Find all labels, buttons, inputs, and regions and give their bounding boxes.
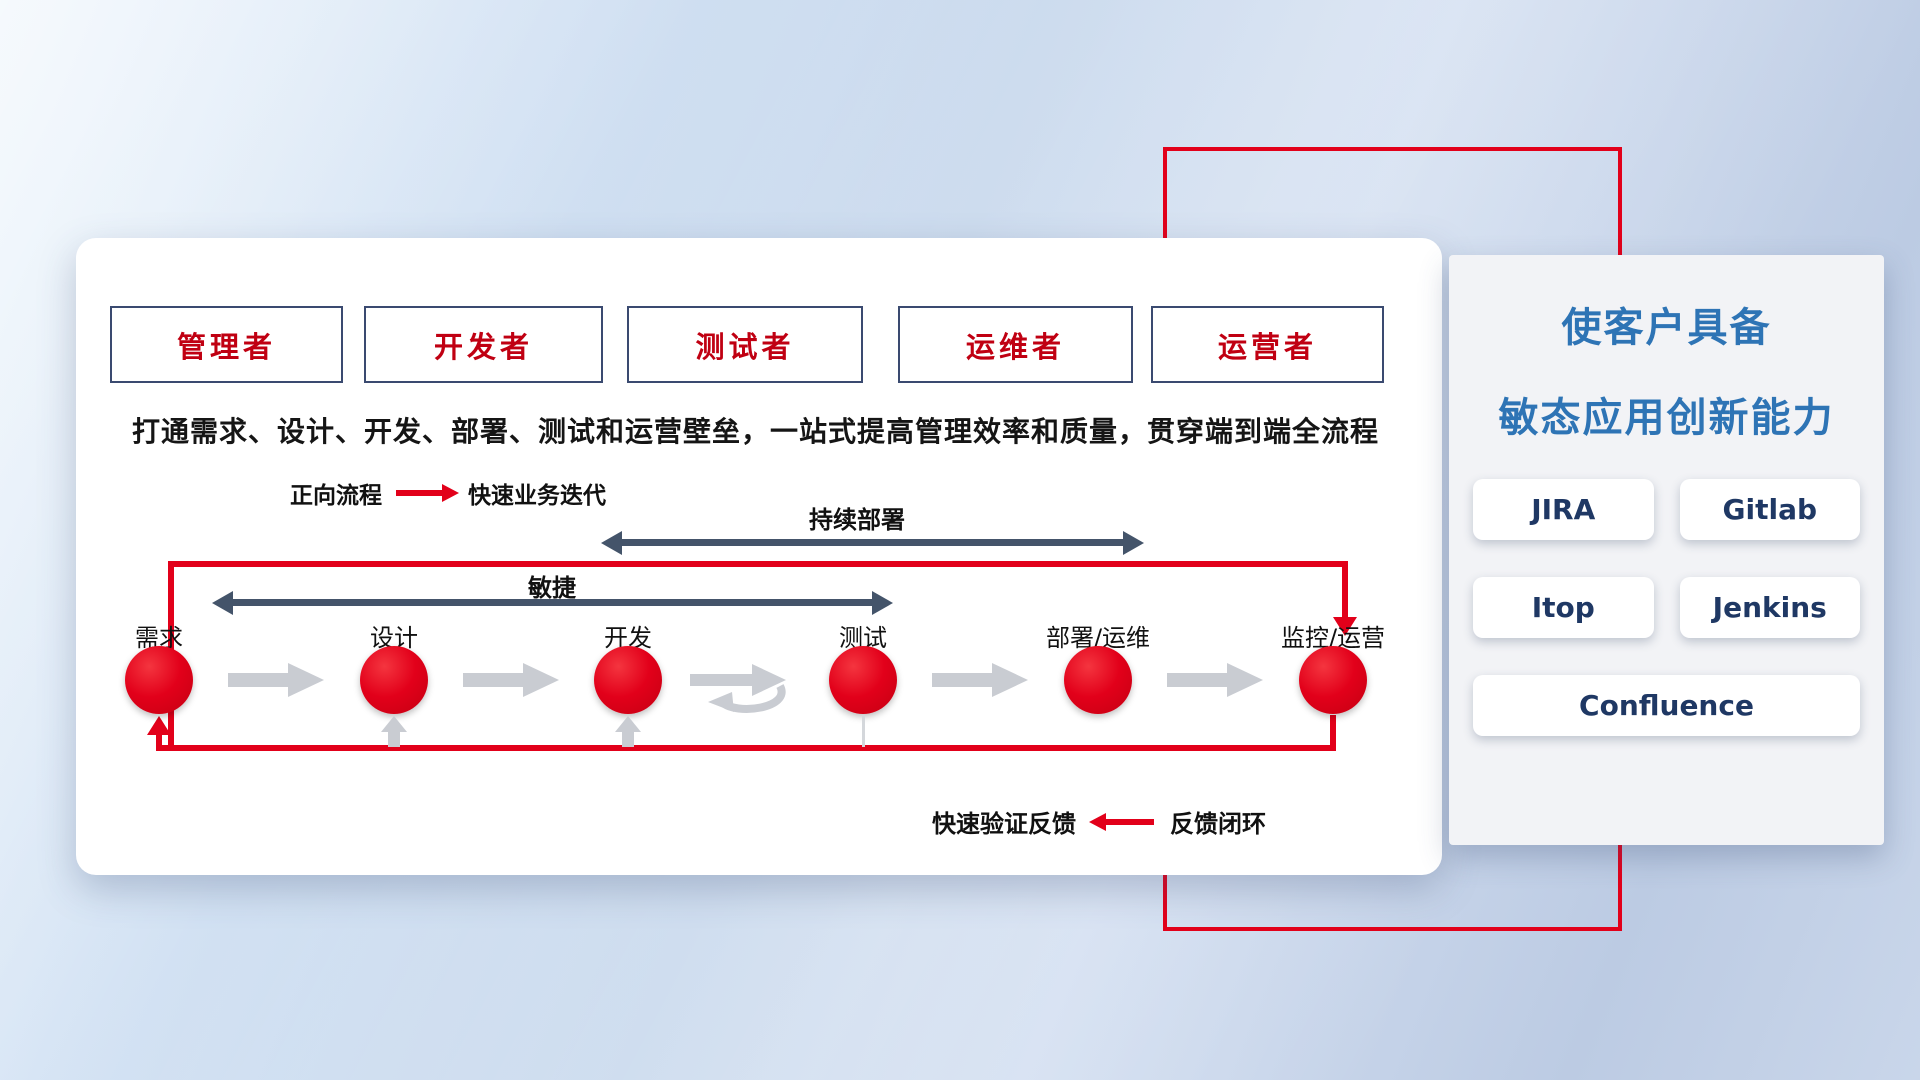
role-label: 开发者 [433,329,533,364]
stage-node-development [594,646,662,714]
feedback-loop-exit-line [1330,715,1336,748]
role-label: 运营者 [1217,329,1317,364]
stage-node-testing [829,646,897,714]
stage-node-design [360,646,428,714]
feedback-loop-top-line [168,561,1348,567]
role-box-manager: 管理者 [110,306,343,383]
continuous-deployment-label: 持续部署 [809,506,905,534]
rework-arrow-design-icon [388,732,400,747]
legend-forward: 正向流程 快速业务迭代 [290,476,606,510]
stage-node-requirements [125,646,193,714]
panel-title-line1: 使客户具备 [1561,305,1772,351]
role-box-operator: 运营者 [1151,306,1384,383]
devops-flow-card: 管理者 开发者 测试者 运维者 运营者 打通需求、设计、开发、部署、测试和运营壁… [76,238,1442,875]
flow-arrow-icon [463,663,559,697]
role-label: 管理者 [176,329,276,364]
role-label: 测试者 [695,329,795,364]
feedback-loop-return-stem [156,734,162,747]
feedback-arrow-icon [1106,818,1154,825]
stage-node-monitor-ops [1299,646,1367,714]
forward-arrow-icon [396,490,442,496]
agile-arrow-icon [233,599,872,606]
tool-button-gitlab: Gitlab [1679,479,1860,540]
tool-button-jira: JIRA [1473,479,1654,540]
agile-label: 敏捷 [528,574,576,602]
rework-line-testing [862,715,865,747]
stage-node-deploy-ops [1064,646,1132,714]
feedback-loop-entry-arrowhead-icon [1333,617,1357,636]
legend-feedback-text: 反馈闭环 [1170,810,1266,838]
capability-panel: 使客户具备 敏态应用创新能力 JIRA Gitlab Itop Jenkins … [1449,255,1884,845]
feedback-loop-return-arrowhead-icon [147,716,171,735]
flow-description: 打通需求、设计、开发、部署、测试和运营壁垒，一站式提高管理效率和质量，贯穿端到端… [132,415,1380,448]
tool-button-itop: Itop [1473,577,1654,638]
tool-button-confluence: Confluence [1473,675,1860,736]
panel-title-line2: 敏态应用创新能力 [1498,395,1835,441]
legend-forward-text: 快速业务迭代 [468,483,606,509]
flow-arrow-icon [1167,663,1263,697]
role-box-developer: 开发者 [364,306,603,383]
legend-forward-label: 正向流程 [290,483,382,509]
iteration-loop-arrow-icon [690,664,786,713]
role-box-tester: 测试者 [627,306,863,383]
legend-feedback-label: 快速验证反馈 [932,810,1076,838]
feedback-loop-bottom-line [156,745,1336,751]
flow-arrow-icon [228,663,324,697]
feedback-loop-entry-line [1342,561,1348,619]
tools-grid: JIRA Gitlab Itop Jenkins Confluence [1473,479,1860,736]
flow-arrow-icon [932,663,1028,697]
legend-feedback: 快速验证反馈 反馈闭环 [932,804,1266,839]
continuous-deployment-arrow-icon [622,539,1123,546]
role-label: 运维者 [965,329,1065,364]
role-box-operations: 运维者 [898,306,1133,383]
rework-arrow-develop-icon [622,732,634,747]
tool-button-jenkins: Jenkins [1679,577,1860,638]
